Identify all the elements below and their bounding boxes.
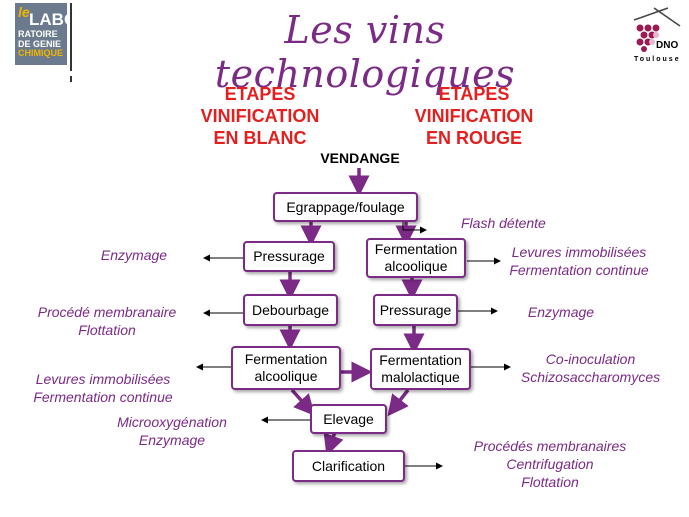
box-fermentation-rouge: Fermentation alcoolique — [366, 238, 466, 278]
vendange-label: VENDANGE — [320, 150, 400, 166]
logo-de-genie: DE GENIE — [18, 39, 62, 49]
note-procedes-membranaires: Procédés membranaires Centrifugation Flo… — [473, 438, 627, 490]
dno-label: DNO — [656, 40, 679, 51]
arrow-fermentation-elevage — [290, 388, 315, 416]
note-microoxygenation: Microoxygénation Enzymage — [117, 414, 227, 448]
header-blanc: ETAPES VINIFICATION EN BLANC — [200, 84, 320, 148]
box-fermentation-blanc: Fermentation alcoolique — [231, 346, 341, 390]
box-malolactique: Fermentation malolactique — [370, 348, 471, 390]
grape-icon — [633, 7, 681, 52]
dno-logo: DNO Toulouse — [628, 6, 686, 66]
arrow-elevage-clarification — [323, 431, 344, 456]
box-elevage: Elevage — [310, 404, 387, 434]
header-divider — [70, 3, 72, 71]
toulouse-label: Toulouse — [634, 56, 681, 63]
note-levures-right: Levures immobilisées Fermentation contin… — [509, 244, 649, 278]
note-enzymage-left: Enzymage — [100, 247, 168, 263]
arrow-malolactique-elevage — [387, 388, 410, 417]
page-title: Les vins technologiques — [214, 8, 516, 96]
note-coinoculation: Co-inoculation Schizosaccharomyces — [520, 351, 661, 385]
header-rouge: ETAPES VINIFICATION EN ROUGE — [414, 84, 534, 148]
logo-ratoire: RATOIRE — [18, 29, 58, 39]
logo-chimique: CHIMIQUE — [18, 48, 63, 58]
box-pressurage-blanc: Pressurage — [243, 241, 335, 272]
box-debourbage: Debourbage — [243, 294, 338, 326]
logo-le: le — [18, 4, 30, 20]
box-egrappage: Egrappage/foulage — [273, 192, 418, 222]
header-divider-tick — [70, 76, 72, 82]
note-levures-left: Levures immobilisées Fermentation contin… — [33, 371, 173, 405]
note-enzymage-right: Enzymage — [527, 304, 595, 320]
note-procede-membranaire: Procédé membranaire Flottation — [37, 304, 177, 338]
box-clarification: Clarification — [292, 450, 405, 482]
laboratoire-logo: le LABO RATOIRE DE GENIE CHIMIQUE — [15, 3, 77, 65]
note-flash-detente: Flash détente — [461, 215, 546, 231]
box-pressurage-rouge: Pressurage — [373, 294, 458, 326]
logo-labo: LABO — [29, 10, 78, 29]
